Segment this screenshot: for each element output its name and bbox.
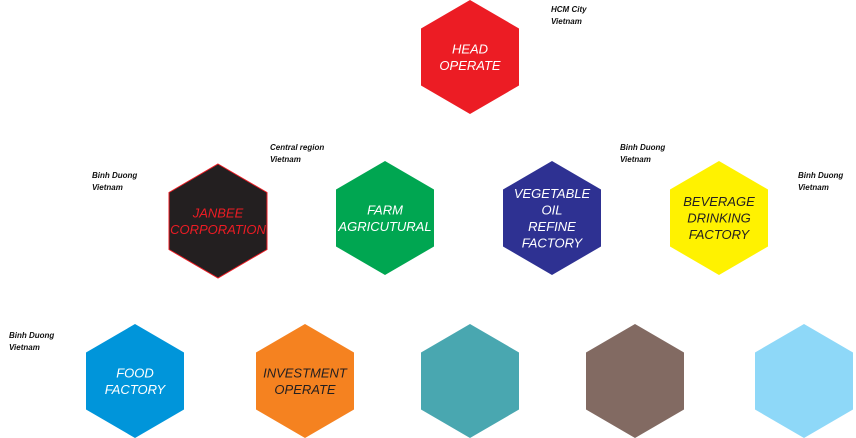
location-hcm: HCM City Vietnam [551, 4, 587, 28]
hexagon-label-line: OPERATE [274, 382, 335, 397]
hexagon-farm-agricultural: FARM AGRICUTURAL [336, 161, 434, 275]
hexagon-shape [755, 324, 853, 438]
location-binh-duong-beverage: Binh Duong Vietnam [798, 170, 843, 194]
hexagon-shape [503, 161, 601, 275]
hexagon-lightblue-blank [755, 324, 853, 438]
location-central-region: Central region [270, 143, 325, 152]
location-binh-duong-food: Binh Duong Vietnam [9, 330, 54, 354]
hexagon-label-line: FARM [367, 202, 403, 217]
hexagon-investment-operate: INVESTMENT OPERATE [256, 324, 354, 438]
location-binh-duong-janbee: Binh Duong Vietnam [92, 170, 137, 194]
hexagon-shape [336, 161, 434, 275]
hexagon-shape [586, 324, 684, 438]
location-hcm-country: Vietnam [551, 17, 582, 26]
hexagon-label-line: DRINKING [687, 211, 751, 226]
location-hcm-city: HCM City [551, 5, 587, 14]
location-binh-duong-oil: Binh Duong Vietnam [620, 142, 665, 166]
location-binh-duong-beverage-country: Vietnam [798, 183, 829, 192]
hexagon-label-line: CORPORATION [170, 222, 266, 237]
location-central: Central region Vietnam [270, 142, 324, 166]
location-binh-duong-janbee-city: Binh Duong [92, 171, 138, 180]
hexagon-label-line: FACTORY [105, 382, 167, 397]
hexagon-label-line: VEGETABLE [514, 186, 591, 201]
hexagon-food-factory: FOOD FACTORY [86, 324, 184, 438]
hexagon-head-operate: HEAD OPERATE [421, 0, 519, 114]
location-central-country: Vietnam [270, 155, 301, 164]
location-binh-duong-beverage-city: Binh Duong [798, 171, 844, 180]
hexagon-label-line: FACTORY [689, 227, 751, 242]
hexagon-label-line: OIL [542, 202, 563, 217]
hexagon-shape [670, 161, 768, 275]
hexagon-label-line: BEVERAGE [683, 194, 755, 209]
hexagon-label-line: AGRICUTURAL [337, 219, 431, 234]
hexagon-shape [86, 324, 184, 438]
hexagon-label-line: JANBEE [192, 205, 244, 220]
location-binh-duong-janbee-country: Vietnam [92, 183, 123, 192]
hexagon-shape [421, 324, 519, 438]
location-binh-duong-oil-country: Vietnam [620, 155, 651, 164]
hexagon-shape [168, 163, 268, 279]
hexagon-label-line: HEAD [452, 41, 488, 56]
hexagon-label-line: REFINE [528, 219, 576, 234]
hexagon-janbee-corporation: JANBEE CORPORATION [168, 163, 268, 279]
location-binh-duong-food-country: Vietnam [9, 343, 40, 352]
hexagon-label-line: OPERATE [439, 58, 500, 73]
hexagon-shape [421, 0, 519, 114]
hexagon-label-line: FOOD [116, 365, 154, 380]
hexagon-teal-blank [421, 324, 519, 438]
hexagon-brown-blank [586, 324, 684, 438]
location-binh-duong-oil-city: Binh Duong [620, 143, 666, 152]
hexagon-shape [256, 324, 354, 438]
location-binh-duong-food-city: Binh Duong [9, 331, 55, 340]
hexagon-label-line: FACTORY [522, 235, 584, 250]
hexagon-label-line: INVESTMENT [263, 365, 348, 380]
